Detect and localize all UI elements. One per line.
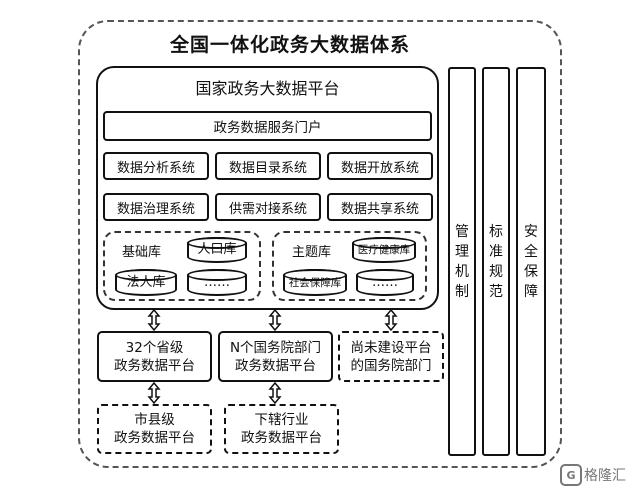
database-cylinder: 人口库 <box>187 237 247 263</box>
system-label: 供需对接系统 <box>228 201 307 217</box>
watermark-logo: G 格隆汇 <box>560 462 640 488</box>
column-char: 制 <box>455 283 469 300</box>
industry-platform-box: 下辖行业 政务数据平台 <box>224 404 339 454</box>
column-char: 障 <box>524 283 538 300</box>
database-cylinder: 社会保障库 <box>283 269 347 296</box>
column-char: 理 <box>455 243 469 260</box>
city-platform-label: 市县级 政务数据平台 <box>114 412 195 446</box>
system-box: 供需对接系统 <box>215 193 321 221</box>
industry-platform-label: 下辖行业 政务数据平台 <box>241 412 322 446</box>
security-column-text: 安全保障 <box>524 222 538 302</box>
database-label: 社会保障库 <box>288 277 342 289</box>
watermark-text: 格隆汇 <box>584 468 626 484</box>
bidirectional-arrow <box>147 309 161 331</box>
system-box: 数据目录系统 <box>215 152 321 180</box>
column-char: 安 <box>524 223 538 240</box>
diagram-title: 全国一体化政务大数据体系 <box>169 34 410 56</box>
management-column: 管理机制 <box>448 67 476 456</box>
column-char: 规 <box>489 263 503 280</box>
bidirectional-arrow <box>268 309 282 331</box>
column-char: 范 <box>489 283 503 300</box>
database-cylinder: 医疗健康库 <box>352 237 416 263</box>
no-platform-box: 尚未建设平台 的国务院部门 <box>338 331 444 382</box>
base-library-group <box>103 231 261 301</box>
system-label: 数据治理系统 <box>116 201 195 217</box>
database-label: …… <box>372 275 398 290</box>
provincial-platform-label: 32个省级 政务数据平台 <box>114 339 195 374</box>
system-boundary <box>78 20 562 468</box>
database-label: …… <box>204 275 230 290</box>
system-label: 数据开放系统 <box>340 160 419 176</box>
city-platform-box: 市县级 政务数据平台 <box>97 404 212 454</box>
provincial-platform-box: 32个省级 政务数据平台 <box>97 331 212 382</box>
column-char: 全 <box>524 243 538 260</box>
database-cylinder: …… <box>187 269 247 296</box>
standards-column-text: 标准规范 <box>489 222 503 302</box>
database-cylinder: …… <box>356 269 414 296</box>
base-library-label: 基础库 <box>122 245 162 260</box>
logo-icon: G <box>560 464 582 486</box>
system-box: 数据分析系统 <box>103 152 209 180</box>
bidirectional-arrow <box>147 382 161 404</box>
column-char: 机 <box>455 263 469 280</box>
bidirectional-arrow <box>268 382 282 404</box>
system-label: 数据分析系统 <box>116 160 195 176</box>
theme-library-label: 主题库 <box>292 245 332 260</box>
ministry-platform-box: N个国务院部门 政务数据平台 <box>218 331 333 382</box>
management-column-text: 管理机制 <box>455 222 469 302</box>
portal-box: 政务数据服务门户 <box>103 111 432 141</box>
database-label: 法人库 <box>126 275 166 290</box>
no-platform-label: 尚未建设平台 的国务院部门 <box>350 339 432 374</box>
theme-library-group <box>272 231 427 301</box>
database-label: 人口库 <box>197 242 237 257</box>
database-label: 医疗健康库 <box>357 244 411 256</box>
system-box: 数据开放系统 <box>327 152 433 180</box>
ministry-platform-label: N个国务院部门 政务数据平台 <box>229 339 322 374</box>
system-label: 数据共享系统 <box>340 201 419 217</box>
standards-column: 标准规范 <box>482 67 510 456</box>
security-column: 安全保障 <box>516 67 546 456</box>
column-char: 标 <box>489 223 503 240</box>
column-char: 保 <box>524 263 538 280</box>
column-char: 管 <box>455 223 469 240</box>
portal-label: 政务数据服务门户 <box>213 120 322 136</box>
system-box: 数据治理系统 <box>103 193 209 221</box>
column-char: 准 <box>489 243 503 260</box>
bidirectional-arrow <box>384 309 398 331</box>
database-cylinder: 法人库 <box>115 269 177 296</box>
platform-title: 国家政务大数据平台 <box>195 79 340 98</box>
system-box: 数据共享系统 <box>327 193 433 221</box>
system-label: 数据目录系统 <box>228 160 307 176</box>
